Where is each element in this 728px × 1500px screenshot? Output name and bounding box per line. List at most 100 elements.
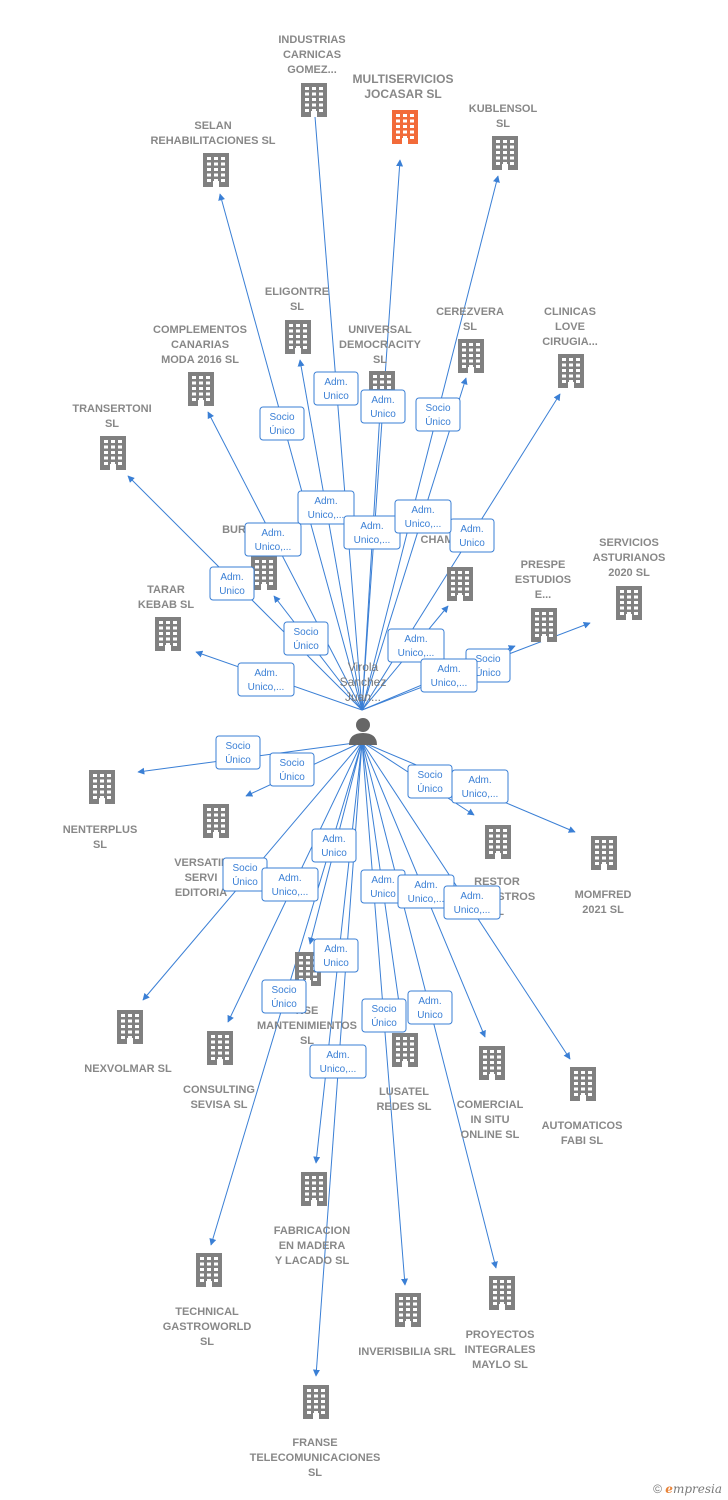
relation-badge[interactable]: Adm.Unico,...	[343, 515, 401, 550]
relation-badge-text: Único	[425, 415, 451, 428]
building-icon[interactable]	[447, 567, 473, 601]
company-label-line: VERSATIL	[174, 857, 228, 869]
building-icon[interactable]	[395, 1293, 421, 1327]
building-icon[interactable]	[100, 436, 126, 470]
building-icon[interactable]	[485, 825, 511, 859]
building-icon[interactable]	[591, 836, 617, 870]
building-icon[interactable]	[203, 153, 229, 187]
building-icon[interactable]	[301, 83, 327, 117]
company-label-nexvolmar[interactable]: NEXVOLMAR SL	[84, 1063, 172, 1075]
building-icon[interactable]	[155, 617, 181, 651]
relation-badge-text: Único	[371, 1016, 397, 1029]
building-icon[interactable]	[458, 339, 484, 373]
building-icon[interactable]	[570, 1067, 596, 1101]
relation-badge-text: Adm.	[371, 395, 394, 406]
company-label-bur[interactable]: BUR	[222, 524, 246, 536]
relation-badge[interactable]: Adm.Unico	[313, 371, 359, 406]
relation-badge[interactable]: Adm.Unico,...	[244, 522, 302, 557]
building-icon[interactable]	[392, 1033, 418, 1067]
relation-badge-text: Socio	[225, 741, 250, 752]
relation-badge[interactable]: Adm.Unico,...	[261, 867, 319, 902]
building-icon[interactable]	[301, 1172, 327, 1206]
relation-badge[interactable]: Adm.Unico	[360, 869, 406, 904]
relation-badge-text: Adm.	[261, 528, 284, 539]
building-icon[interactable]	[203, 804, 229, 838]
building-icon[interactable]	[616, 586, 642, 620]
relation-badge[interactable]: Adm.Unico,...	[394, 499, 452, 534]
building-icon[interactable]	[558, 354, 584, 388]
building-icon[interactable]	[207, 1031, 233, 1065]
building-icon[interactable]	[285, 320, 311, 354]
building-icon[interactable]	[303, 1385, 329, 1419]
company-label-cham[interactable]: CHAM	[421, 534, 454, 546]
relation-badge[interactable]: Adm.Unico,...	[237, 662, 295, 697]
relation-badge[interactable]: Adm.Unico,...	[420, 658, 478, 693]
relation-badge[interactable]: Adm.Unico,...	[397, 874, 455, 909]
building-icon[interactable]	[492, 136, 518, 170]
company-label-line: CANARIAS	[171, 339, 229, 351]
relation-badge[interactable]: Adm.Unico,...	[387, 628, 445, 663]
building-icon[interactable]	[489, 1276, 515, 1310]
relation-badge[interactable]: Adm.Unico,...	[451, 769, 509, 804]
building-icon[interactable]	[117, 1010, 143, 1044]
building-icon[interactable]	[251, 556, 277, 590]
relation-badge-text: Socio	[271, 985, 296, 996]
relation-badge[interactable]: Adm.Unico,...	[297, 490, 355, 525]
relation-badge[interactable]: Adm.Unico	[360, 389, 406, 424]
relation-badge[interactable]: Adm.Unico	[209, 566, 255, 601]
relation-badge[interactable]: Adm.Unico	[449, 518, 495, 553]
relation-badge[interactable]: Adm.Unico,...	[443, 885, 501, 920]
relation-badge[interactable]: Adm.Unico	[313, 938, 359, 973]
building-icon[interactable]	[89, 770, 115, 804]
relation-badge[interactable]: Adm.Unico,...	[309, 1044, 367, 1079]
relation-badge-text: Unico,...	[308, 510, 345, 521]
building-icon[interactable]	[531, 608, 557, 642]
brand-footer[interactable]: © empresia	[653, 1482, 722, 1496]
building-icon[interactable]	[479, 1046, 505, 1080]
relation-badge-text: Socio	[269, 412, 294, 423]
building-icon[interactable]	[392, 110, 418, 144]
building-icon[interactable]	[188, 372, 214, 406]
person-icon	[349, 718, 377, 745]
relation-badge[interactable]: Adm.Unico	[311, 828, 357, 863]
relation-badge[interactable]: Adm.Unico	[407, 990, 453, 1025]
company-label-inverisbilia[interactable]: INVERISBILIA SRL	[358, 1346, 456, 1358]
building-icon[interactable]	[196, 1253, 222, 1287]
